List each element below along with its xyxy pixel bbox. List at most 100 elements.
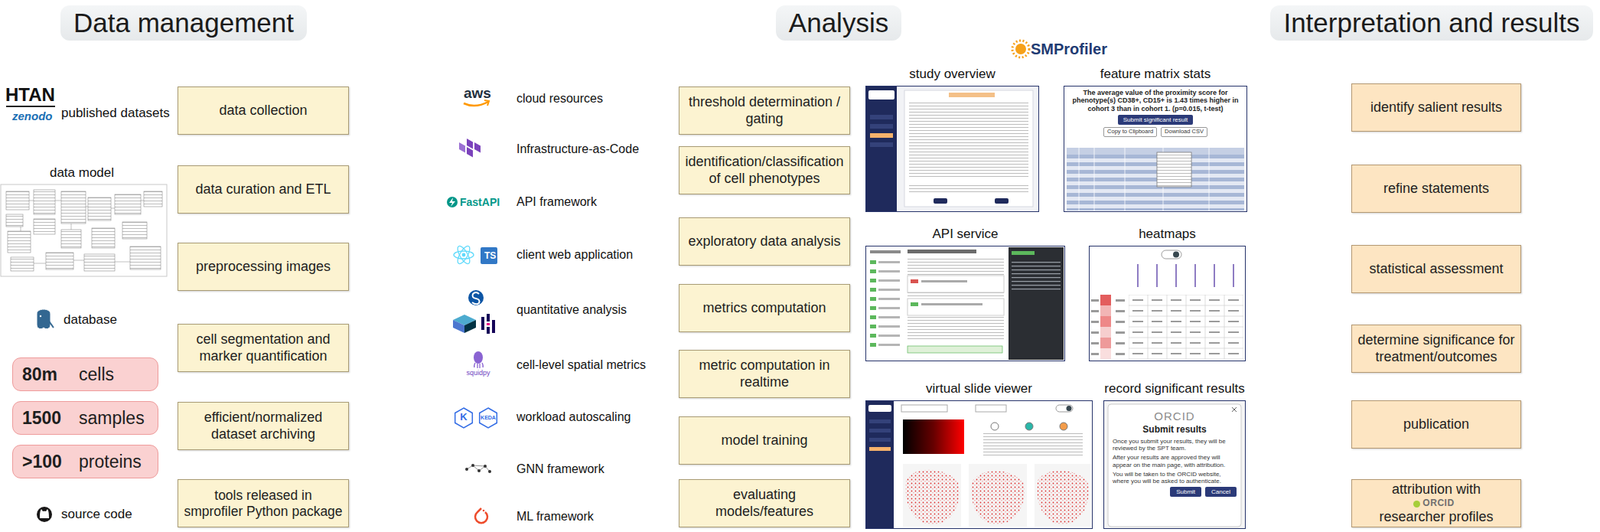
screen-row: After your results are approved they wil… (1112, 453, 1237, 468)
terraform-logo (459, 138, 481, 158)
smprofiler-sun (1012, 40, 1030, 58)
data-model-figure (61, 191, 86, 224)
react-ts-logo (453, 244, 498, 266)
heatmap-screenshot (1100, 337, 1112, 349)
feature-matrix-screenshot (1066, 147, 1245, 211)
record-results-screenshot (1231, 407, 1237, 412)
result-box: publication (1351, 400, 1522, 449)
scientific-python-logos (486, 322, 490, 326)
screenshot-panel: study overview (865, 85, 1040, 212)
api-service-screenshot (907, 257, 1004, 342)
study-overview-screenshot (870, 114, 893, 120)
terraform-logo (459, 142, 466, 154)
heatmap-screenshot (1100, 348, 1112, 359)
study-overview-screenshot (866, 86, 897, 212)
heatmap-screenshot (1175, 263, 1177, 287)
heatmap-screenshot (1137, 263, 1235, 287)
pytorch-logo (475, 508, 488, 523)
box-label: metrics computation (702, 299, 826, 317)
slide-viewer-screenshot (1066, 405, 1073, 411)
panel-title: record significant results (1081, 381, 1268, 397)
heatmap-screenshot (1091, 342, 1099, 345)
screen-row: Submit results (1112, 424, 1237, 436)
heatmap-screenshot (1089, 246, 1245, 361)
box-label: model training (720, 432, 808, 450)
htan-logo-mark (6, 105, 56, 108)
slide-viewer-screenshot (902, 463, 962, 527)
smprofiler-sun (1012, 40, 1030, 58)
screen-row: You will be taken to the ORCID website, … (1112, 470, 1237, 485)
keda-logo (479, 407, 498, 428)
slide-viewer-screenshot (866, 400, 1092, 528)
api-service-screenshot (907, 249, 977, 254)
figure-label: data model (49, 165, 115, 181)
screen-text: You will be taken to the ORCID website, … (1112, 470, 1237, 485)
heatmap-screenshot (1115, 352, 1125, 356)
process-box: data curation and ETL (177, 165, 349, 214)
screen-button: Copy to Clipboard (1103, 127, 1157, 137)
section-header: Data management (60, 5, 307, 41)
screen-row: ORCID (1112, 409, 1237, 423)
slide-viewer-screenshot (975, 404, 1007, 412)
data-model-figure (6, 191, 30, 210)
slide-viewer-screenshot (1034, 463, 1092, 527)
process-box: metric computation in realtime (678, 349, 851, 398)
logo-text: TS (484, 250, 496, 262)
logo-text: SMProfiler (1030, 40, 1108, 59)
result-box: attribution withORCIDresearcher profiles (1351, 479, 1522, 528)
panel-title: virtual slide viewer (843, 381, 1115, 397)
study-overview-screenshot (870, 123, 893, 129)
feature-matrix-screenshot (1066, 147, 1245, 155)
box-label: researcher profiles (1378, 508, 1493, 526)
logo-text: zenodo (12, 109, 53, 123)
feature-matrix-screenshot (1064, 86, 1247, 212)
squidpy-logo (473, 351, 483, 369)
database-icon (36, 309, 51, 330)
study-overview-screenshot (948, 92, 995, 98)
heatmap-screenshot (1100, 305, 1112, 317)
terraform-logo (466, 146, 473, 158)
box-label: identify salient results (1370, 99, 1503, 117)
screen-button: Submit (1169, 486, 1202, 497)
screen-text-group: ORCIDSubmit resultsOnce you submit your … (1112, 409, 1237, 497)
box-label: ORCID (1413, 497, 1454, 509)
box-label: identification/classification of cell ph… (684, 153, 844, 187)
heatmap-screenshot (1115, 309, 1125, 313)
gnn-logo (477, 469, 481, 473)
slide-viewer-screenshot (902, 419, 965, 454)
heatmap-screenshot (1091, 331, 1099, 334)
stat-unit: proteins (78, 451, 142, 473)
tool-label: GNN framework (516, 462, 605, 476)
screen-text: The average value of the proximity score… (1067, 88, 1244, 113)
screenshot-panel: heatmaps (1088, 245, 1246, 362)
screen-text: After your results are approved they wil… (1112, 453, 1237, 468)
slide-viewer-screenshot (869, 437, 891, 442)
process-box: evaluating models/features (678, 479, 851, 528)
study-overview-screenshot (870, 142, 893, 147)
box-label: threshold determination / gating (684, 94, 844, 128)
feature-matrix-screenshot (1156, 152, 1192, 187)
process-box: cell segmentation and marker quantificat… (177, 323, 349, 372)
stat-number: 1500 (22, 407, 79, 429)
slide-viewer-screenshot (905, 469, 959, 525)
gnn-logo (466, 465, 490, 472)
logo-text: KEDA (480, 414, 496, 421)
api-service-screenshot (921, 280, 968, 283)
scientific-python-logos (486, 326, 490, 334)
data-model-figure (0, 184, 167, 277)
slide-viewer-screenshot (990, 422, 999, 431)
heatmap-screenshot (1089, 246, 1245, 361)
logo-text: squidpy (465, 368, 490, 377)
terraform-logo (466, 138, 473, 150)
slide-viewer-screenshot (869, 446, 891, 451)
fastapi-logo (449, 197, 456, 207)
box-label: determine significance for treatment/out… (1357, 332, 1516, 365)
database-icon (36, 309, 54, 330)
heatmap-screenshot (1091, 299, 1099, 302)
data-model-figure (122, 221, 147, 239)
react-ts-logo (455, 244, 473, 266)
box-label: metric computation in realtime (684, 357, 844, 391)
feature-matrix-screenshot (1064, 86, 1247, 212)
heatmap-screenshot (1161, 250, 1182, 259)
terraform-logo (474, 142, 481, 154)
